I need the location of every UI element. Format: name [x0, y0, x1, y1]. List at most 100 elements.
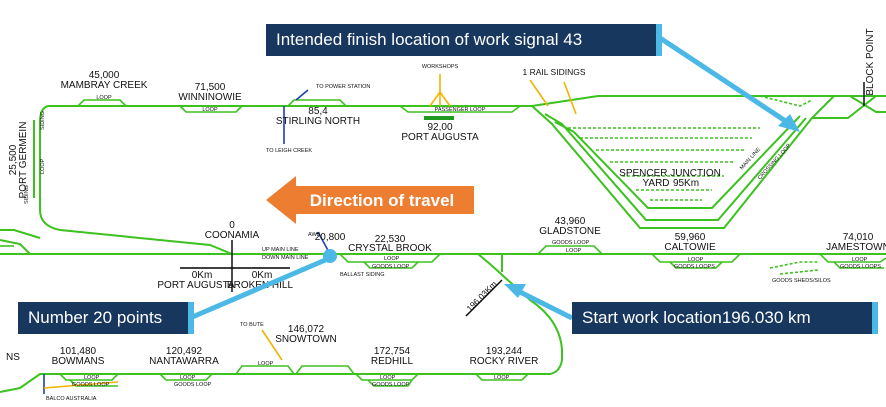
junction-left-km: 0Km: [192, 270, 213, 281]
to-bute-label: TO BUTE: [240, 322, 264, 328]
loop-nantawarra: [159, 373, 213, 381]
east-branch: [849, 95, 886, 113]
loop-jamestown-2: [833, 261, 884, 269]
junction-right-km: 0Km: [252, 270, 273, 281]
port-augusta-platform: [424, 116, 454, 120]
mambray-creek-km: 45,000: [89, 70, 120, 81]
loop-label-rocky-river: LOOP: [494, 375, 510, 381]
goods-loops-label-jamestown: GOODS LOOPS: [840, 264, 881, 270]
points-callout-text: Number 20 points: [28, 308, 163, 327]
goods-loops-label-caltowie: GOODS LOOPS: [674, 264, 715, 270]
points-pointer: [189, 255, 331, 321]
loop-gladstone: [537, 245, 603, 255]
loop-label-nantawarra: LOOP: [180, 375, 196, 381]
loop-mambray-creek: [77, 99, 127, 107]
goods-loop-label-redhill: GOODS LOOP: [372, 382, 410, 388]
crossing-loop-label: CROSSING LOOP: [757, 143, 793, 182]
yard-outer: [531, 95, 835, 229]
mambray-creek-name: MAMBRAY CREEK: [61, 80, 148, 91]
awb-km: 20,800: [315, 232, 346, 243]
loop-label-germein: LOOP: [40, 158, 46, 174]
winninowie-name: WINNINOWIE: [178, 92, 242, 103]
port-germein-line: [0, 229, 41, 239]
spencer-junction-yard: YARD: [642, 178, 669, 189]
winninowie-km: 71,500: [195, 82, 226, 93]
start-pointer-head: [504, 284, 526, 298]
branch-balco-yellow: [43, 381, 119, 389]
loop-label-winninowie: LOOP: [202, 107, 218, 113]
finish-pointer-head: [778, 114, 800, 132]
rocky-river-km: 193,244: [486, 346, 523, 357]
port-augusta-name: PORT AUGUSTA: [401, 132, 479, 143]
junction-left-name: PORT AUGUSTA: [157, 280, 235, 291]
branch-rail-sidings: [529, 79, 577, 115]
nantawarra-name: NANTAWARRA: [149, 356, 219, 367]
rail-sidings-label: 1 RAIL SIDINGS: [523, 67, 586, 77]
port-germein-name: PORT GERMEIN: [18, 122, 29, 199]
balco-label: BALCO AUSTRALIA: [46, 396, 97, 402]
loop-label-crystal-brook: LOOP: [384, 256, 400, 262]
caltowie-km: 59,960: [675, 232, 706, 243]
loop-label-snowtown: LOOP: [258, 361, 274, 367]
loop-label-redhill: LOOP: [380, 375, 396, 381]
loop-snowtown-west: [235, 365, 295, 375]
goods-sheds-label: GOODS SHEDS/SILOS: [772, 278, 831, 284]
loop-label-gladstone: LOOP: [566, 248, 582, 254]
gladstone-name: GLADSTONE: [539, 226, 601, 237]
left-siding: [0, 239, 31, 255]
finish-pointer: [658, 35, 792, 127]
jamestown-name: JAMESTOWN: [826, 242, 886, 253]
redhill-km: 172,754: [374, 346, 411, 357]
start-callout-text: Start work location196.030 km: [582, 308, 811, 327]
loop-label-jamestown: LOOP: [852, 257, 868, 263]
siding-10: [779, 269, 819, 275]
loop-winninowie: [179, 105, 243, 113]
western-curve: [39, 105, 233, 255]
goods-loop-label-bowmans: GOODS LOOP: [72, 382, 110, 388]
junction-marker: [180, 82, 865, 317]
km-tick: [465, 279, 503, 317]
gladstone-km: 43,960: [555, 216, 586, 227]
goods-loop-label-nantawarra: GOODS LOOP: [174, 382, 212, 388]
bowmans-km: 101,480: [60, 346, 97, 357]
loop-label-bowmans: LOOP: [84, 375, 100, 381]
caltowie-name: CALTOWIE: [664, 242, 716, 253]
branch-power-station: [295, 89, 309, 101]
yard-inner-1: [544, 113, 807, 221]
up-main-line-label: UP MAIN LINE: [262, 247, 299, 253]
loop-redhill: [355, 373, 419, 381]
workshops-label: WORKSHOPS: [422, 64, 459, 70]
to-power-station-label: TO POWER STATION: [316, 84, 370, 90]
southern-line: [0, 253, 563, 393]
loop-port-augusta: [399, 105, 521, 113]
track-network: [0, 95, 886, 393]
redhill-name: REDHILL: [371, 356, 414, 367]
goods-loop-label-crystal-brook: GOODS LOOP: [372, 264, 410, 270]
east-line: [812, 95, 877, 119]
branch-to-bute: [261, 329, 283, 361]
top-line: [48, 95, 886, 107]
siding-9: [769, 261, 818, 269]
crystal-brook-name: CRYSTAL BROOK: [348, 243, 432, 254]
rocky-river-name: ROCKY RIVER: [470, 356, 539, 367]
yard-inner-2: [554, 115, 801, 209]
jamestown-km: 74,010: [843, 232, 874, 243]
finish-callout-text: Intended finish location of work signal …: [276, 30, 583, 49]
start-pointer: [514, 287, 574, 321]
loop-caltowie: [651, 253, 741, 263]
block-point-label: BLOCK POINT: [865, 28, 876, 95]
loop-bowmans: [59, 373, 119, 381]
finish-callout: Intended finish location of work signal …: [266, 24, 662, 56]
direction-arrow: [266, 176, 474, 224]
loop-rocky-river: [475, 373, 529, 381]
nantawarra-km: 120,492: [166, 346, 203, 357]
points-marker: [323, 249, 337, 263]
stirling-north-name: STIRLING NORTH: [276, 116, 360, 127]
awb-label: AWB: [308, 232, 321, 238]
loop-jamestown: [819, 253, 886, 263]
ns-label: NS: [6, 352, 20, 363]
loop-snowtown: [295, 365, 355, 375]
km-marker-label: 196.03Km: [464, 279, 498, 313]
points-callout: Number 20 points: [18, 302, 194, 334]
to-leigh-creek-label: TO LEIGH CREEK: [266, 148, 312, 154]
